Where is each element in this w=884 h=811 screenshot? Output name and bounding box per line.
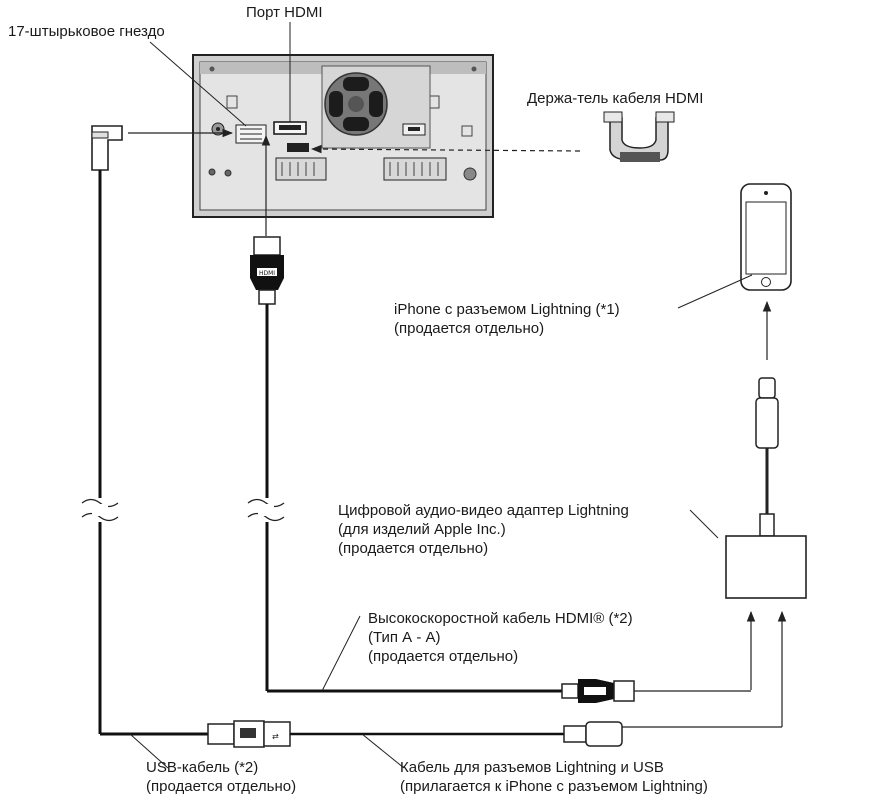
hdmi-cable: HDMI xyxy=(250,134,635,703)
bottom-leader-lines xyxy=(129,615,405,769)
label-hdmi-port: Порт HDMI xyxy=(246,4,323,21)
label-iphone: iPhone с разъемом Lightning (*1) (продае… xyxy=(394,301,620,337)
cable-break-marks xyxy=(81,498,285,522)
label-hdmi-cable-holder: Держа-тель кабеля HDMI xyxy=(527,90,704,107)
lightning-usb-cable xyxy=(290,721,623,747)
lightning-plug xyxy=(755,377,779,537)
svg-text:⇄: ⇄ xyxy=(272,732,279,741)
head-unit xyxy=(192,54,494,218)
av-adapter-box xyxy=(725,535,807,599)
iphone-device xyxy=(740,183,792,291)
usb-cable: ⇄ xyxy=(91,125,291,748)
hdmi-cable-holder xyxy=(603,111,675,162)
hdmi-plug-mark: HDMI xyxy=(259,270,275,277)
label-av-adapter: Цифровой аудио-видео адаптер Lightning (… xyxy=(338,502,629,557)
leader-lines xyxy=(149,22,291,127)
label-17pin-socket: 17-штырьковое гнездо xyxy=(8,23,165,40)
label-hdmi-cable: Высокоскоростной кабель HDMI® (*2) (Тип … xyxy=(368,610,633,665)
label-usb-cable: USB-кабель (*2) (продается отдельно) xyxy=(146,759,297,795)
label-lightning-usb-cable: Кабель для разъемов Lightning и USB (при… xyxy=(400,759,708,795)
